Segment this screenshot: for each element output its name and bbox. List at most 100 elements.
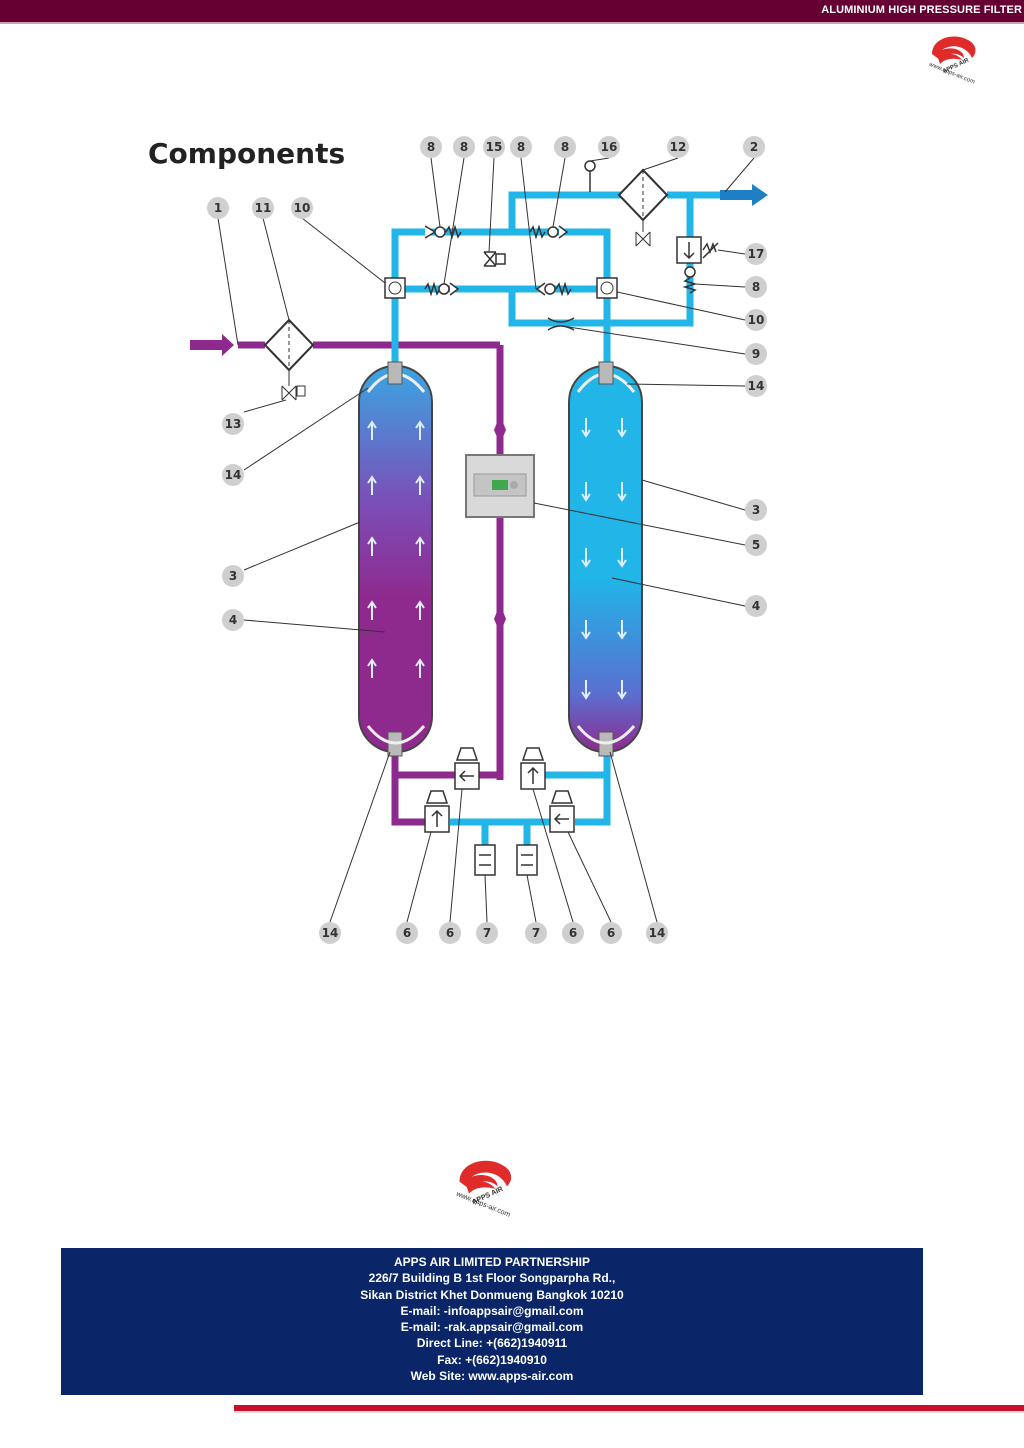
callout-8-c: 8 bbox=[510, 136, 532, 158]
svg-text:8: 8 bbox=[427, 140, 435, 154]
svg-text:1: 1 bbox=[214, 201, 222, 215]
svg-text:8: 8 bbox=[517, 140, 525, 154]
footer-fax: Fax: +(662)1940910 bbox=[437, 1352, 547, 1367]
callout-1: 1 bbox=[207, 197, 229, 219]
dry-air-pipes bbox=[391, 191, 720, 845]
svg-text:16: 16 bbox=[601, 140, 618, 154]
svg-text:17: 17 bbox=[748, 247, 765, 261]
logo-swirl-outer bbox=[459, 1160, 512, 1189]
callout-6-a: 6 bbox=[396, 922, 418, 944]
svg-text:11: 11 bbox=[255, 201, 272, 215]
svg-text:6: 6 bbox=[403, 926, 411, 940]
svg-text:8: 8 bbox=[561, 140, 569, 154]
footer-direct-line: Direct Line: +(662)1940911 bbox=[416, 1336, 568, 1351]
callout-2: 2 bbox=[743, 136, 765, 158]
wet-air-down-arrow-1 bbox=[494, 415, 506, 444]
svg-text:12: 12 bbox=[670, 140, 687, 154]
bottom-red-line bbox=[234, 1405, 1024, 1411]
callout-12: 12 bbox=[667, 136, 689, 158]
footer-website[interactable]: Web Site: www.apps-air.com bbox=[410, 1369, 574, 1384]
callout-4-left: 4 bbox=[222, 609, 244, 631]
callout-6-b: 6 bbox=[439, 922, 461, 944]
wet-air-down-arrow-2 bbox=[494, 604, 506, 633]
callout-17: 17 bbox=[745, 243, 767, 265]
callout-8-a: 8 bbox=[420, 136, 442, 158]
logo-swirl-inner bbox=[466, 1181, 496, 1194]
left-tower-top-port bbox=[387, 361, 403, 385]
callout-9: 9 bbox=[745, 343, 767, 365]
controller-unit bbox=[465, 454, 535, 518]
svg-text:13: 13 bbox=[225, 417, 242, 431]
svg-text:3: 3 bbox=[229, 569, 237, 583]
svg-text:15: 15 bbox=[486, 140, 503, 154]
callout-3-left: 3 bbox=[222, 565, 244, 587]
diagram-title: Components bbox=[148, 137, 345, 170]
callout-10-left: 10 bbox=[291, 197, 313, 219]
prefilter bbox=[263, 318, 315, 401]
callout-6-c: 6 bbox=[562, 922, 584, 944]
top-header-bar: ALUMINIUM HIGH PRESSURE FILTER bbox=[0, 0, 1024, 24]
callout-6-d: 6 bbox=[600, 922, 622, 944]
callouts: 1 11 10 8 8 15 8 8 16 12 2 17 8 10 9 14 … bbox=[207, 136, 767, 944]
callout-4-right: 4 bbox=[745, 595, 767, 617]
svg-text:10: 10 bbox=[748, 313, 765, 327]
callout-11: 11 bbox=[252, 197, 274, 219]
footer-email-1[interactable]: E-mail: -infoappsair@gmail.com bbox=[400, 1303, 584, 1318]
inlet-arrow bbox=[190, 334, 234, 356]
svg-text:8: 8 bbox=[460, 140, 468, 154]
svg-text:7: 7 bbox=[532, 926, 540, 940]
svg-text:4: 4 bbox=[752, 599, 760, 613]
callout-13: 13 bbox=[222, 413, 244, 435]
left-tower-flow-arrows bbox=[367, 420, 425, 678]
leader-lines bbox=[217, 157, 755, 923]
gauge-right bbox=[596, 277, 618, 299]
silencers bbox=[474, 844, 538, 876]
footer-address-line1: 226/7 Building B 1st Floor Songparpha Rd… bbox=[368, 1271, 616, 1286]
right-tower-flow-arrows bbox=[581, 418, 627, 700]
svg-text:6: 6 bbox=[446, 926, 454, 940]
svg-text:10: 10 bbox=[294, 201, 311, 215]
components-diagram: Components bbox=[148, 136, 768, 944]
footer-contact-box: APPS AIR LIMITED PARTNERSHIP 226/7 Build… bbox=[61, 1248, 923, 1395]
callout-16: 16 bbox=[598, 136, 620, 158]
callout-3-right: 3 bbox=[745, 499, 767, 521]
right-tower-bottom-cap bbox=[576, 725, 636, 745]
svg-text:3: 3 bbox=[752, 503, 760, 517]
logo-swirl-inner bbox=[938, 53, 962, 64]
svg-text:8: 8 bbox=[752, 280, 760, 294]
svg-text:7: 7 bbox=[483, 926, 491, 940]
right-tower-top-port bbox=[598, 361, 614, 385]
svg-text:6: 6 bbox=[569, 926, 577, 940]
gauge-left bbox=[384, 277, 406, 299]
purge-orifice bbox=[547, 317, 575, 331]
header-title: ALUMINIUM HIGH PRESSURE FILTER bbox=[821, 4, 1022, 16]
svg-text:4: 4 bbox=[229, 613, 237, 627]
svg-text:2: 2 bbox=[750, 140, 758, 154]
footer-company: APPS AIR LIMITED PARTNERSHIP bbox=[393, 1255, 590, 1269]
check-valves bbox=[424, 224, 698, 297]
right-tower bbox=[568, 365, 643, 753]
bottom-line-shadow bbox=[234, 1411, 1024, 1413]
callout-5: 5 bbox=[745, 534, 767, 556]
svg-text:6: 6 bbox=[607, 926, 615, 940]
svg-text:9: 9 bbox=[752, 347, 760, 361]
callout-14-right-top: 14 bbox=[745, 375, 767, 397]
callout-7-b: 7 bbox=[525, 922, 547, 944]
footer-email-2[interactable]: E-mail: -rak.appsair@gmail.com bbox=[400, 1320, 584, 1335]
solenoid-valve bbox=[483, 251, 506, 267]
callout-8-d: 8 bbox=[554, 136, 576, 158]
outlet-arrow bbox=[720, 184, 768, 206]
switching-valves bbox=[424, 747, 575, 833]
apps-air-logo-bottom: APPS AIR www.apps-air.com bbox=[454, 1160, 512, 1218]
callout-8-e: 8 bbox=[745, 276, 767, 298]
svg-text:14: 14 bbox=[322, 926, 339, 940]
pressure-gauge bbox=[584, 160, 596, 192]
svg-text:5: 5 bbox=[752, 538, 760, 552]
svg-text:14: 14 bbox=[649, 926, 666, 940]
pressure-regulator bbox=[676, 236, 719, 264]
footer-address-line2: Sikan District Khet Donmueng Bangkok 102… bbox=[360, 1287, 624, 1302]
drain-valve-13 bbox=[281, 385, 297, 401]
callout-7-a: 7 bbox=[476, 922, 498, 944]
callout-14-left-top: 14 bbox=[222, 464, 244, 486]
apps-air-logo-top: APPS AIR www.apps-air.com bbox=[927, 36, 976, 84]
